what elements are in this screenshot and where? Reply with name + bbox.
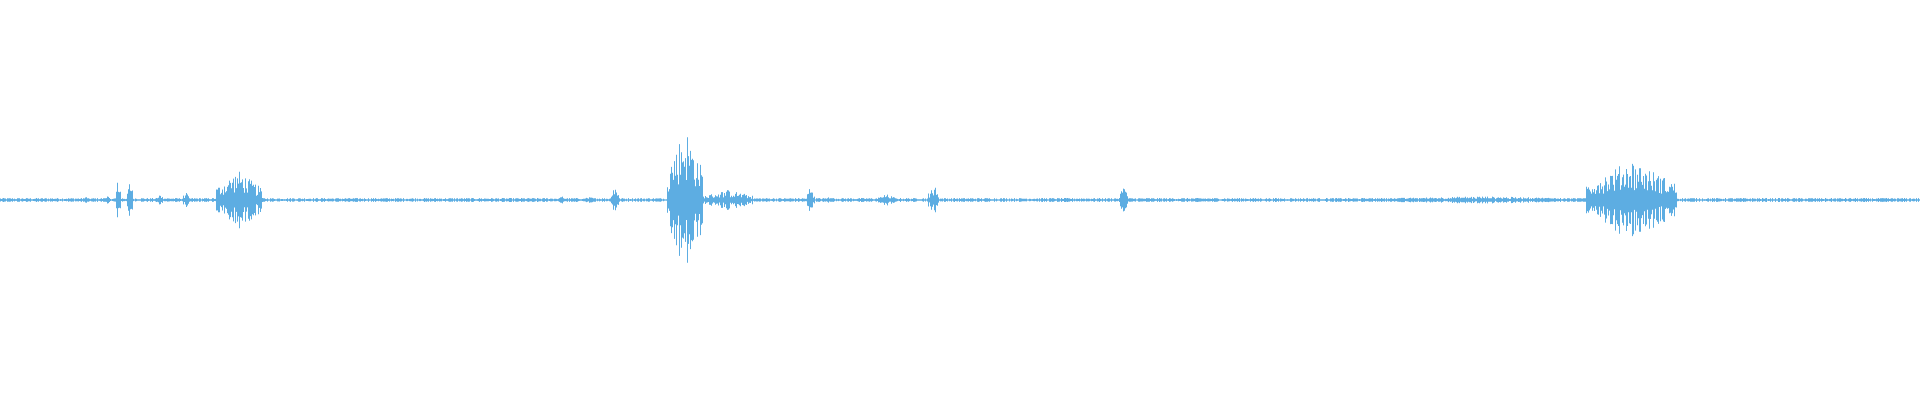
waveform-samples bbox=[0, 137, 1920, 263]
waveform-trace bbox=[0, 137, 1920, 263]
